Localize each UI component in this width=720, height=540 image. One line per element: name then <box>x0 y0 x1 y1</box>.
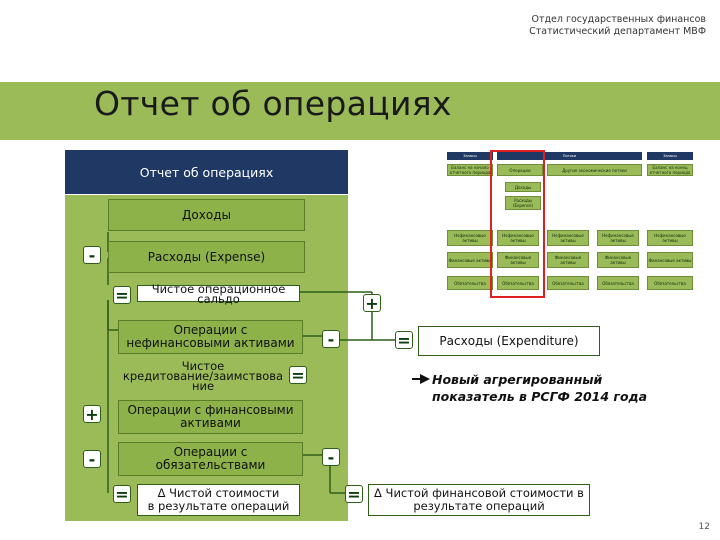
fin-assets-line-1: Операции с финансовыми <box>127 403 294 417</box>
net-worth-line-2: в результате операций <box>147 499 290 513</box>
fin-assets-line-2: активами <box>180 416 241 430</box>
thumb-income: Доходы <box>505 182 541 192</box>
financial-assets-box: Операции с финансовыми активами <box>118 400 303 434</box>
equals-sign: = <box>395 331 413 350</box>
header-org: Отдел государственных финансов Статистич… <box>529 14 706 38</box>
thumb-opening-balance: Баланс на начало отчетного периода <box>447 164 493 176</box>
net-lending-box: Чистое кредитование/заимствова ние <box>118 359 288 393</box>
framework-thumbnail: Запасы Потоки Запасы Баланс на начало от… <box>445 148 695 298</box>
thumb-nfa-ofs: Нефинансовые активы <box>547 230 589 246</box>
net-fin-worth-line-1: Δ Чистой финансовой стоимости в <box>374 486 584 500</box>
page-number: 12 <box>698 522 710 532</box>
thumb-liab-tr: Обязательства <box>497 276 539 290</box>
thumb-nfa-close: Нефинансовые активы <box>647 230 693 246</box>
thumb-col2-header: Потоки <box>497 152 642 160</box>
title-band <box>0 82 720 140</box>
liabilities-line-1: Операции с <box>173 445 248 459</box>
operating-balance-box: Чистое операционное сальдо <box>137 281 300 306</box>
net-fin-worth-line-2: результате операций <box>413 499 545 513</box>
header-line-2: Статистический департамент МВФ <box>529 26 706 37</box>
minus-sign: - <box>322 330 340 349</box>
net-lending-line-3: ние <box>191 379 215 393</box>
thumb-other-flows: Другие экономические потоки <box>547 164 642 176</box>
liabilities-box: Операции с обязательствами <box>118 442 303 476</box>
thumb-liab-close: Обязательства <box>647 276 693 290</box>
panel-header: Отчет об операциях <box>65 150 348 194</box>
thumb-col1-header: Запасы <box>447 152 493 160</box>
thumb-fa-ofs: Финансовые активы <box>547 252 589 268</box>
new-aggregate-note: Новый агрегированный показатель в РСГФ 2… <box>432 371 647 405</box>
minus-sign: - <box>83 450 101 469</box>
net-lending-line-1: Чистое <box>181 359 225 373</box>
note-line-1: Новый агрегированный <box>432 372 603 387</box>
highlight-frame <box>490 150 545 298</box>
thumb-nfa-open: Нефинансовые активы <box>447 230 493 246</box>
equals-sign: = <box>289 366 307 385</box>
page-title: Отчет об операциях <box>94 84 452 123</box>
nfa-line-2: нефинансовыми активами <box>126 336 295 350</box>
net-lending-line-2: кредитование/заимствова <box>122 369 284 383</box>
thumb-closing-balance: Баланс на конец отчетного периода <box>647 164 693 176</box>
minus-sign: - <box>83 246 101 265</box>
equals-sign: = <box>113 485 131 504</box>
thumb-nfa-tr: Нефинансовые активы <box>497 230 539 246</box>
thumb-liab-ofs2: Обязательства <box>597 276 639 290</box>
thumb-col3-header: Запасы <box>647 152 693 160</box>
equals-sign: = <box>345 485 363 504</box>
thumb-fa-open: Финансовые активы <box>447 252 493 268</box>
net-worth-box: Δ Чистой стоимости в результате операций <box>137 484 300 516</box>
net-worth-line-1: Δ Чистой стоимости <box>157 486 280 500</box>
note-line-2: показатель в РСГФ 2014 года <box>432 389 648 404</box>
liabilities-line-2: обязательствами <box>155 458 266 472</box>
thumb-liab-ofs: Обязательства <box>547 276 589 290</box>
header-line-1: Отдел государственных финансов <box>531 14 706 25</box>
plus-sign: + <box>83 405 101 424</box>
minus-sign: - <box>322 448 340 467</box>
nfa-operations-box: Операции с нефинансовыми активами <box>118 320 303 354</box>
thumb-fa-tr: Финансовые активы <box>497 252 539 268</box>
thumb-transactions: Операции <box>497 164 543 176</box>
thumb-expense: Расходы (Expense) <box>505 196 541 210</box>
operating-balance-line-1: Чистое операционное <box>151 281 286 296</box>
thumb-nfa-ofs2: Нефинансовые активы <box>597 230 639 246</box>
thumb-fa-close: Финансовые активы <box>647 252 693 268</box>
expense-box: Расходы (Expense) <box>108 241 305 273</box>
nfa-line-1: Операции с <box>173 323 248 337</box>
equals-sign: = <box>113 286 131 305</box>
thumb-liab-open: Обязательства <box>447 276 493 290</box>
revenue-box: Доходы <box>108 199 305 231</box>
net-financial-worth-box: Δ Чистой финансовой стоимости в результа… <box>368 484 590 516</box>
plus-sign: + <box>363 294 381 313</box>
thumb-fa-ofs2: Финансовые активы <box>597 252 639 268</box>
expenditure-box: Расходы (Expenditure) <box>418 326 600 356</box>
operating-balance-line-2: сальдо <box>197 291 240 306</box>
